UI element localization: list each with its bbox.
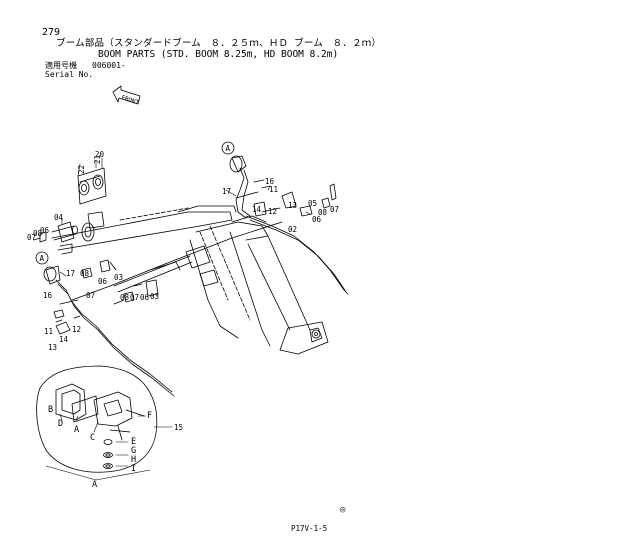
detail-label-g: G	[131, 446, 136, 456]
callout-07-low: 07	[130, 293, 139, 302]
reference-marker-a-lower: A	[35, 251, 49, 265]
upper-lamp-assembly	[229, 155, 349, 295]
callout-08-upper: 08	[318, 208, 328, 217]
marker-a-upper-label: A	[226, 144, 231, 153]
lower-lamp-assembly	[43, 265, 175, 397]
page-title-japanese: ブーム部品（スタンダードブーム ８．２５ｍ、ＨＤ ブーム ８．２ｍ）	[56, 38, 382, 49]
fastener-parts	[33, 231, 159, 323]
callout-06-low: 06	[140, 293, 150, 302]
callout-17-upper: 17	[222, 187, 231, 196]
callout-06-left: 06	[40, 226, 50, 235]
applicable-label: 適用号機	[45, 61, 77, 70]
detail-label-b: B	[48, 405, 53, 415]
detail-label-a-bottom: A	[92, 480, 97, 490]
pin-04	[51, 225, 78, 241]
callout-08-mid: 08	[80, 269, 90, 278]
detail-label-e: E	[131, 437, 136, 447]
front-label: FRONT	[120, 94, 140, 106]
page-title-english: BOOM PARTS (STD. BOOM 8.25m, HD BOOM 8.2…	[98, 49, 339, 60]
callout-07-upper: 07	[330, 205, 339, 214]
callout-14-lower: 14	[59, 335, 69, 344]
callout-12-lower: 12	[72, 325, 81, 334]
callout-06-mid: 06	[98, 277, 108, 286]
callout-04: 04	[54, 213, 64, 222]
page-code: P17V-1-5	[291, 524, 327, 533]
callout-13-lower: 13	[48, 343, 57, 352]
circled-symbol: ◎	[340, 505, 346, 515]
callout-17-lower: 17	[66, 269, 75, 278]
callout-08-low: 08	[120, 293, 130, 302]
callout-20: 20	[95, 150, 105, 159]
callout-16-lower: 16	[43, 291, 53, 300]
detail-label-a-inner: A	[74, 425, 79, 435]
callout-15: 15	[174, 423, 183, 432]
callout-08-left: 08	[33, 229, 43, 238]
boom-structure	[51, 205, 329, 355]
front-arrow	[112, 85, 141, 105]
leader-lines	[45, 157, 311, 481]
detail-label-f: F	[147, 411, 152, 421]
callout-22: 22	[77, 165, 86, 174]
detail-label-c: C	[90, 433, 95, 443]
page-number: 279	[42, 27, 61, 38]
callout-03-left: 03	[114, 273, 123, 282]
callout-06-upper: 06	[312, 215, 322, 224]
serial-from: 006001-	[92, 61, 126, 70]
callout-14-upper: 14	[252, 205, 262, 214]
callout-12-upper: 12	[268, 207, 277, 216]
detail-label-d: D	[58, 419, 63, 429]
callout-11-lower: 11	[44, 327, 53, 336]
bracket-plates-20-22	[77, 167, 107, 205]
callout-13-upper: 13	[288, 201, 297, 210]
callout-07-mid: 07	[86, 291, 95, 300]
detail-view-a	[36, 365, 158, 473]
serial-label: Serial No.	[45, 70, 94, 79]
callout-02: 02	[288, 225, 297, 234]
callout-05: 05	[308, 199, 317, 208]
callout-21: 21	[93, 155, 102, 164]
callout-11-upper: 11	[269, 185, 278, 194]
detail-label-h: H	[131, 455, 136, 465]
reference-marker-a-upper: A	[221, 141, 235, 155]
callout-07-left: 07	[27, 233, 36, 242]
marker-a-lower-label: A	[40, 254, 45, 263]
cable-harness	[71, 221, 283, 301]
detail-label-i: I	[131, 464, 136, 474]
callout-03-right: 03	[150, 292, 159, 301]
callout-16-upper: 16	[265, 177, 275, 186]
